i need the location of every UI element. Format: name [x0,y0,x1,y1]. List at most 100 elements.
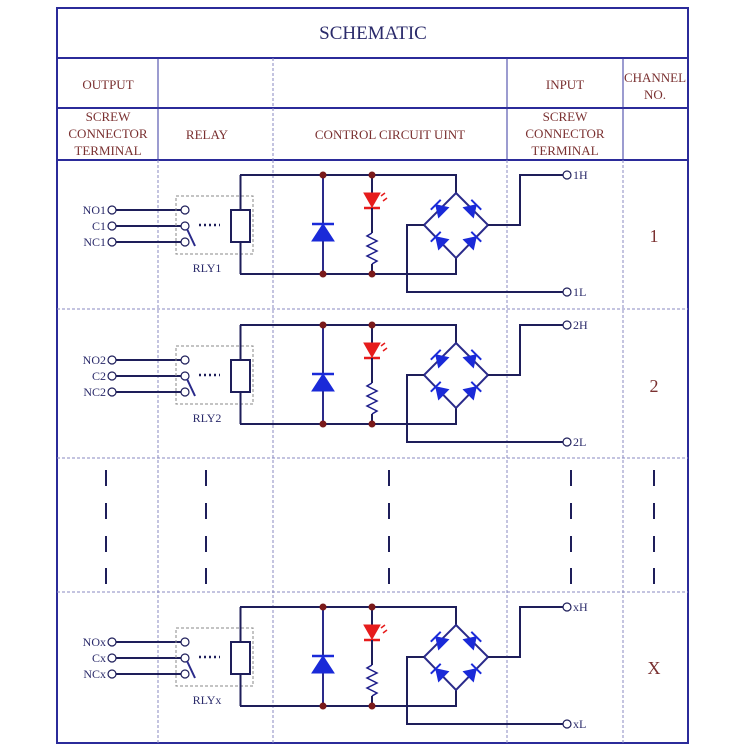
channel-number: 2 [650,376,659,396]
diode-triangle [462,204,477,219]
diode-bar [430,631,442,643]
input-terminal-h-icon [562,602,572,612]
input-terminal-h-icon [562,320,572,330]
relay-contact-icon [180,237,190,247]
diode-triangle [435,668,450,683]
header-output: OUTPUT [82,77,133,92]
relay-coil-icon [230,641,251,675]
diode-bar [430,199,442,211]
terminal-label-no: NOx [83,635,106,649]
header-control-circuit: CONTROL CIRCUIT UINT [315,127,465,142]
terminal-label-nc: NC1 [83,235,106,249]
input-label-l: xL [573,717,586,731]
header-input-terminal-3: TERMINAL [531,143,598,158]
terminal-label-nc: NCx [83,667,106,681]
channel-circuits: NO1C1NC1RLY11H1L1NO2C2NC2RLY22H2L2NOxCxN… [83,168,661,731]
diode-triangle [435,204,450,219]
bridge-rectifier-outline [422,191,490,260]
bridge-diode-icon [462,663,482,683]
relay-box [175,627,254,687]
junction-dot [368,603,376,611]
screw-terminal-icon [107,387,117,397]
switch-blade-icon [186,228,196,247]
diode-triangle [462,236,477,251]
diode-bar [430,349,442,361]
screw-terminal-icon [107,221,117,231]
relay-contact-icon [180,371,190,381]
table-frame [56,7,689,744]
header-output-terminal-1: SCREW [86,109,132,124]
header-output-terminal-2: CONNECTOR [68,126,148,141]
input-l-wire [406,656,563,725]
junction-dot [368,420,376,428]
input-terminal-l-icon [562,287,572,297]
resistor-icon [365,232,379,265]
junction-dot [368,702,376,710]
junction-dot [319,603,327,611]
input-l-wire [406,374,563,443]
input-label-l: 2L [573,435,586,449]
flyback-diode-icon [311,223,335,242]
header-input-terminal-1: SCREW [543,109,589,124]
header-relay: RELAY [186,127,229,142]
junction-dot [368,321,376,329]
relay-contact-icon [180,669,190,679]
diode-triangle [435,236,450,251]
header-output-terminal-3: TERMINAL [74,143,141,158]
diode-bar [430,231,442,243]
flyback-diode-icon [311,655,335,674]
relay-coil-icon [230,209,251,243]
switch-blade-icon [186,660,196,679]
junction-dot [319,171,327,179]
header-channel-line2: NO. [644,87,666,102]
bridge-diode-icon [462,199,482,219]
led-icon [363,342,381,359]
diode-triangle [435,354,450,369]
relay-coil-icon [230,359,251,393]
diode-triangle [462,354,477,369]
relay-contact-icon [180,387,190,397]
diode-bar [470,631,482,643]
diode-bar [470,663,482,675]
relay-label: RLY1 [193,261,222,275]
channel-number: X [648,658,661,678]
diode-bar [470,199,482,211]
bridge-diode-icon [430,231,450,251]
terminal-label-no: NO1 [83,203,106,217]
diode-bar [470,349,482,361]
bridge-diode-icon [430,381,450,401]
relay-contact-icon [180,653,190,663]
led-light-rays-icon [380,342,388,352]
diode-triangle [435,636,450,651]
terminal-label-c: C1 [92,219,106,233]
diagram-title: SCHEMATIC [319,23,427,44]
flyback-diode-icon [311,373,335,392]
diode-triangle [435,386,450,401]
switch-blade-icon [186,378,196,397]
input-l-wire [406,224,563,293]
terminal-label-c: Cx [92,651,106,665]
bridge-diode-icon [430,349,450,369]
screw-terminal-icon [107,237,117,247]
terminal-label-no: NO2 [83,353,106,367]
terminal-label-nc: NC2 [83,385,106,399]
bridge-diode-icon [430,199,450,219]
led-light-rays-icon [380,192,388,202]
screw-terminal-icon [107,669,117,679]
junction-dot [368,171,376,179]
bridge-diode-icon [462,231,482,251]
led-icon [363,624,381,641]
bridge-diode-icon [462,381,482,401]
diode-triangle [462,668,477,683]
header-input-terminal-2: CONNECTOR [525,126,605,141]
junction-dot [368,270,376,278]
screw-terminal-icon [107,205,117,215]
input-label-h: xH [573,600,588,614]
bridge-diode-icon [430,663,450,683]
led-light-rays-icon [380,624,388,634]
input-label-h: 2H [573,318,588,332]
